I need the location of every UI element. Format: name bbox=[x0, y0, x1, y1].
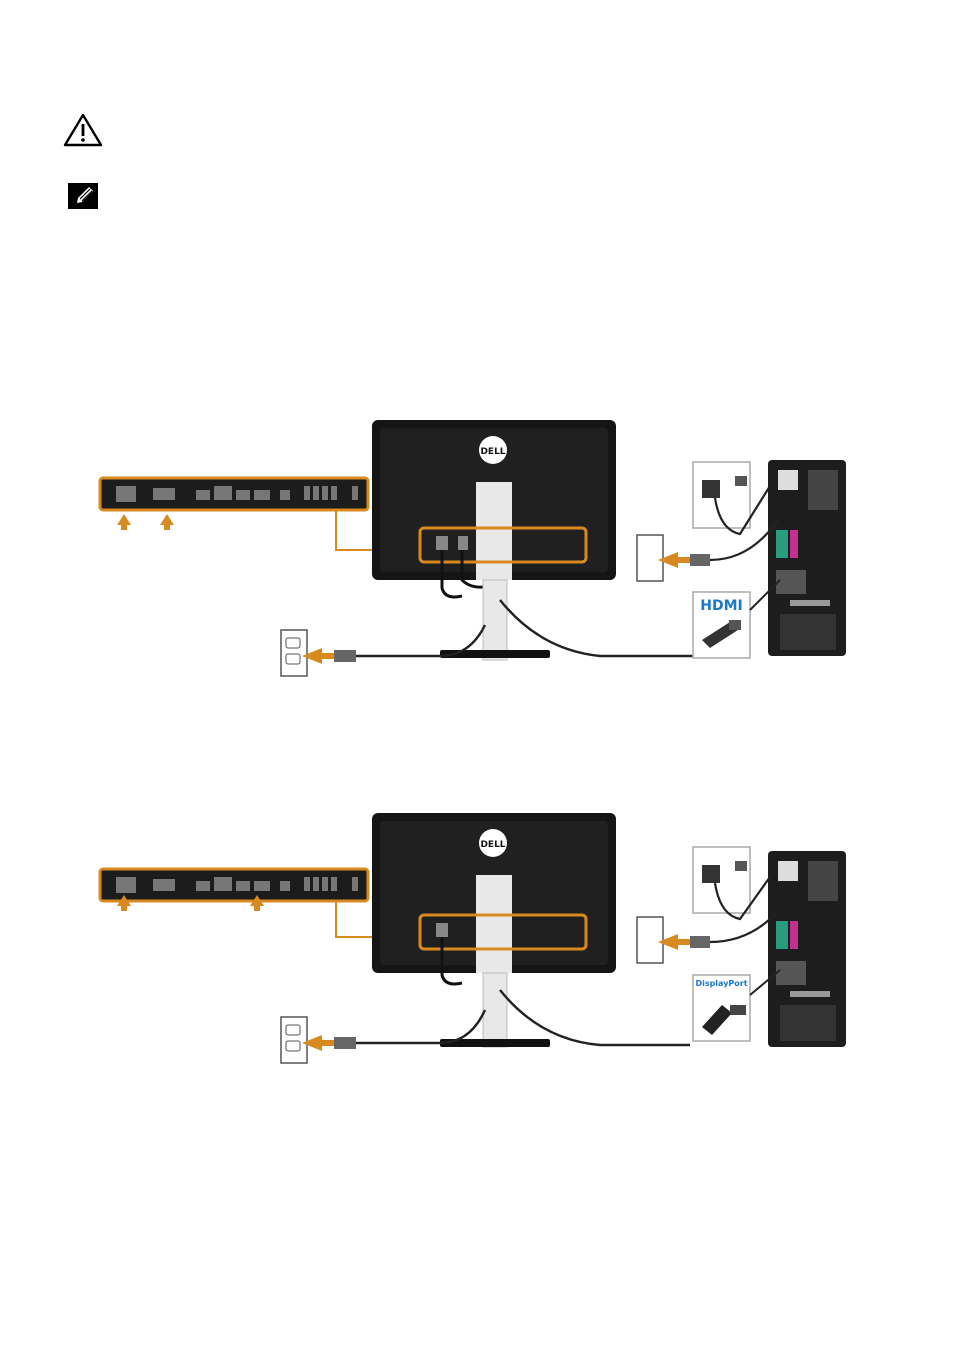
note-pencil-icon bbox=[68, 183, 98, 209]
wall-outlet bbox=[281, 630, 307, 676]
hdmi-connection-diagram: DELL HDMI bbox=[90, 410, 855, 700]
arrow-power-port bbox=[117, 514, 131, 530]
svg-text:DELL: DELL bbox=[480, 447, 505, 457]
hdmi-label: HDMI bbox=[700, 598, 742, 614]
connector-panel bbox=[100, 869, 368, 901]
displayport-connection-diagram: DELL DisplayPort bbox=[90, 805, 855, 1095]
warning-triangle-icon bbox=[63, 113, 103, 147]
computer-tower bbox=[768, 851, 846, 1047]
wall-outlet bbox=[281, 1017, 307, 1063]
computer-tower bbox=[768, 460, 846, 656]
displayport-callout: DisplayPort bbox=[693, 975, 750, 1041]
svg-text:DELL: DELL bbox=[480, 840, 505, 850]
connector-panel bbox=[100, 478, 368, 510]
hdmi-callout: HDMI bbox=[693, 592, 750, 658]
displayport-label: DisplayPort bbox=[695, 979, 747, 988]
monitor-back: DELL bbox=[372, 813, 616, 984]
monitor-back: DELL bbox=[372, 420, 616, 597]
arrow-hdmi-port bbox=[160, 514, 174, 530]
